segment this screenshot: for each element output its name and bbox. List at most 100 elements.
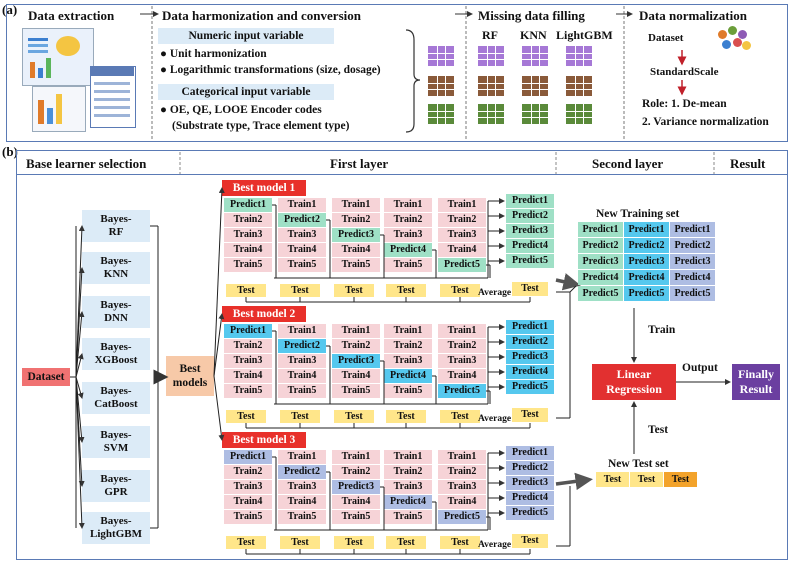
training-set-cell-1-2: Predict1 [624,222,669,237]
fold-train-3-5-2: Train2 [438,465,486,479]
fold-train-1-1-2: Train2 [224,213,272,227]
fold-train-2-2-4: Train4 [278,369,326,383]
norm-role-1: Role: 1. De-mean [642,98,727,110]
fill-method-lightgbm: LightGBM [556,28,613,42]
grid-line [428,59,454,61]
model-2-predict-1: Predict1 [506,320,554,334]
training-set-cell-2-2: Predict2 [624,238,669,253]
fold-train-2-5-3: Train3 [438,354,486,368]
grid-line [495,46,497,66]
table-icon [478,76,504,96]
fold-predict-3-1-1: Predict1 [224,450,272,464]
training-set-cell-2-3: Predict2 [670,238,715,253]
fold-train-2-3-5: Train5 [332,384,380,398]
table-icon [522,104,548,124]
fold-train-2-1-4: Train4 [224,369,272,383]
grid-line [486,104,488,124]
fold-train-2-1-3: Train3 [224,354,272,368]
fold-train-1-3-1: Train1 [332,198,380,212]
grid-line [574,76,576,96]
test-3-2: Test [280,536,320,549]
model-2-predict-2: Predict2 [506,335,554,349]
panel-a-frame [6,4,788,142]
base-learner-8: Bayes-LightGBM [82,512,150,544]
model-1-predict-4: Predict4 [506,239,554,253]
best-model-title-1: Best model 1 [222,180,306,196]
model-2-predict-5: Predict5 [506,380,554,394]
fold-train-3-4-3: Train3 [384,480,432,494]
fold-train-3-5-4: Train4 [438,495,486,509]
grid-line [428,89,454,91]
test-arrow-label: Test [648,424,669,436]
training-set-cell-5-1: Predict5 [578,286,623,301]
training-set-cell-1-1: Predict1 [578,222,623,237]
fold-train-3-2-3: Train3 [278,480,326,494]
fold-train-1-1-5: Train5 [224,258,272,272]
table-icon [566,76,592,96]
grid-line [522,117,548,119]
fold-predict-3-2-2: Predict2 [278,465,326,479]
fold-train-3-3-5: Train5 [332,510,380,524]
final-result-box: Finally Result [732,364,780,400]
dataset-cluster-icon [716,26,752,52]
table-icon [566,46,592,66]
grid-line [486,46,488,66]
grid-line [566,59,592,61]
training-set-cell-4-2: Predict4 [624,270,669,285]
table-icon [478,104,504,124]
table-icon [522,76,548,96]
panel-b-frame [16,150,788,560]
categorical-variable-title: Categorical input variable [158,84,334,100]
fold-train-3-3-4: Train4 [332,495,380,509]
average-test-2: Test [512,408,548,422]
test-set-cell-3: Test [664,472,697,487]
panel-b-header-rule [16,174,788,175]
model-1-predict-1: Predict1 [506,194,554,208]
fold-train-1-1-3: Train3 [224,228,272,242]
fold-predict-2-2-2: Predict2 [278,339,326,353]
output-label: Output [682,362,718,374]
model-3-predict-4: Predict4 [506,491,554,505]
base-learner-6: Bayes-SVM [82,426,150,458]
grid-line [566,52,592,54]
fold-train-1-2-3: Train3 [278,228,326,242]
fold-train-3-1-5: Train5 [224,510,272,524]
grid-line [478,82,504,84]
grid-line [583,76,585,96]
section-base-learner: Base learner selection [26,156,147,171]
fill-method-knn: KNN [520,28,547,42]
fold-train-2-3-1: Train1 [332,324,380,338]
fold-train-3-3-2: Train2 [332,465,380,479]
grid-line [445,46,447,66]
fold-predict-2-4-4: Predict4 [384,369,432,383]
fold-train-1-5-1: Train1 [438,198,486,212]
grid-line [539,46,541,66]
test-3-4: Test [386,536,426,549]
fill-method-rf: RF [482,28,498,42]
step-harmonization: Data harmonization and conversion [162,8,361,23]
fold-train-3-4-1: Train1 [384,450,432,464]
grid-line [428,117,454,119]
fold-train-3-1-3: Train3 [224,480,272,494]
average-label-1: Average [478,288,512,298]
fold-predict-3-3-3: Predict3 [332,480,380,494]
fold-train-3-1-4: Train4 [224,495,272,509]
model-3-predict-3: Predict3 [506,476,554,490]
data-extraction-illustration [22,28,140,136]
grid-line [478,89,504,91]
numeric-item-1: ● Unit harmonization [160,48,267,60]
fold-train-2-2-1: Train1 [278,324,326,338]
fold-train-3-1-2: Train2 [224,465,272,479]
fold-train-3-4-2: Train2 [384,465,432,479]
fold-train-2-5-2: Train2 [438,339,486,353]
average-label-3: Average [478,540,512,550]
panel-b-label: (b) [2,144,18,159]
grid-line [478,52,504,54]
fold-train-1-2-4: Train4 [278,243,326,257]
fold-train-3-5-3: Train3 [438,480,486,494]
step-normalization: Data normalization [639,8,747,23]
grid-line [495,76,497,96]
training-set-cell-4-3: Predict4 [670,270,715,285]
fold-predict-3-4-4: Predict4 [384,495,432,509]
